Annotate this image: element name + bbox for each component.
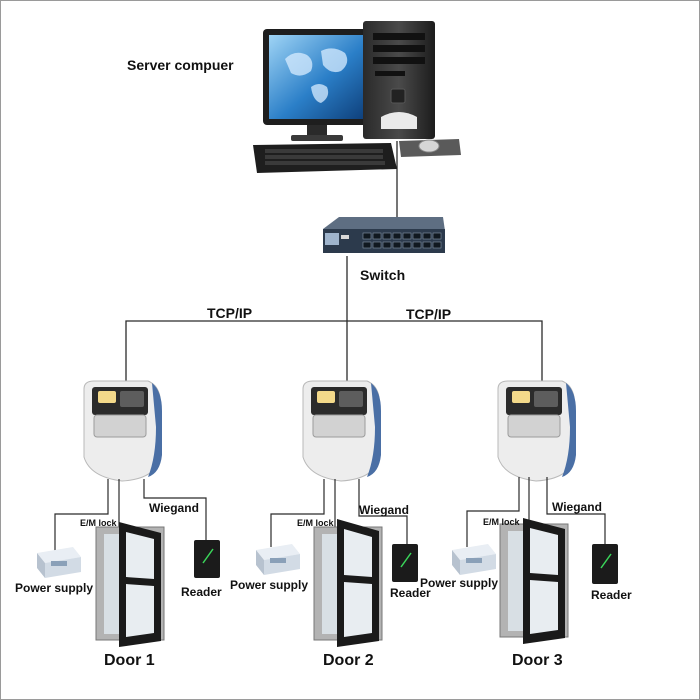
reader-2-icon [392, 544, 418, 582]
door-2-reader-label: Reader [390, 586, 431, 600]
tcpip-label-right: TCP/IP [406, 306, 452, 322]
door-3-power-label: Power supply [420, 576, 499, 590]
door-3-wiegand-label: Wiegand [552, 500, 602, 514]
power-supply-2-icon [256, 544, 300, 575]
tcpip-label-left: TCP/IP [207, 305, 253, 321]
door-2-label: Door 2 [323, 652, 374, 669]
power-supply-3-icon [452, 544, 496, 575]
door-2-power-label: Power supply [230, 578, 309, 592]
door-1-power-label: Power supply [15, 581, 94, 595]
reader-1-icon [194, 540, 220, 578]
reader-3-icon [592, 544, 618, 584]
door-1-icon [95, 522, 165, 647]
network-switch-icon [323, 217, 445, 253]
switch-label: Switch [360, 267, 406, 283]
power-supply-1-icon [37, 547, 81, 578]
door-2-icon [313, 519, 383, 647]
door-1-label: Door 1 [104, 652, 155, 669]
door-1-reader-label: Reader [181, 585, 222, 599]
server-label: Server compuer [127, 57, 234, 73]
door-3-lock-label: E/M lock [483, 517, 520, 527]
terminal-1-icon [83, 380, 162, 482]
door-1-lock-label: E/M lock [80, 518, 117, 528]
terminal-2-icon [302, 380, 381, 482]
door-2-wiegand-label: Wiegand [359, 503, 409, 517]
tcpip-bus-line [125, 320, 543, 383]
door-1-wiegand-label: Wiegand [149, 501, 199, 515]
door-3-icon [499, 518, 569, 644]
door-3-label: Door 3 [512, 652, 563, 669]
door-3-reader-label: Reader [591, 588, 632, 602]
server-computer-icon [253, 21, 461, 173]
door-2-lock-label: E/M lock [297, 518, 334, 528]
terminal-3-icon [497, 380, 576, 482]
